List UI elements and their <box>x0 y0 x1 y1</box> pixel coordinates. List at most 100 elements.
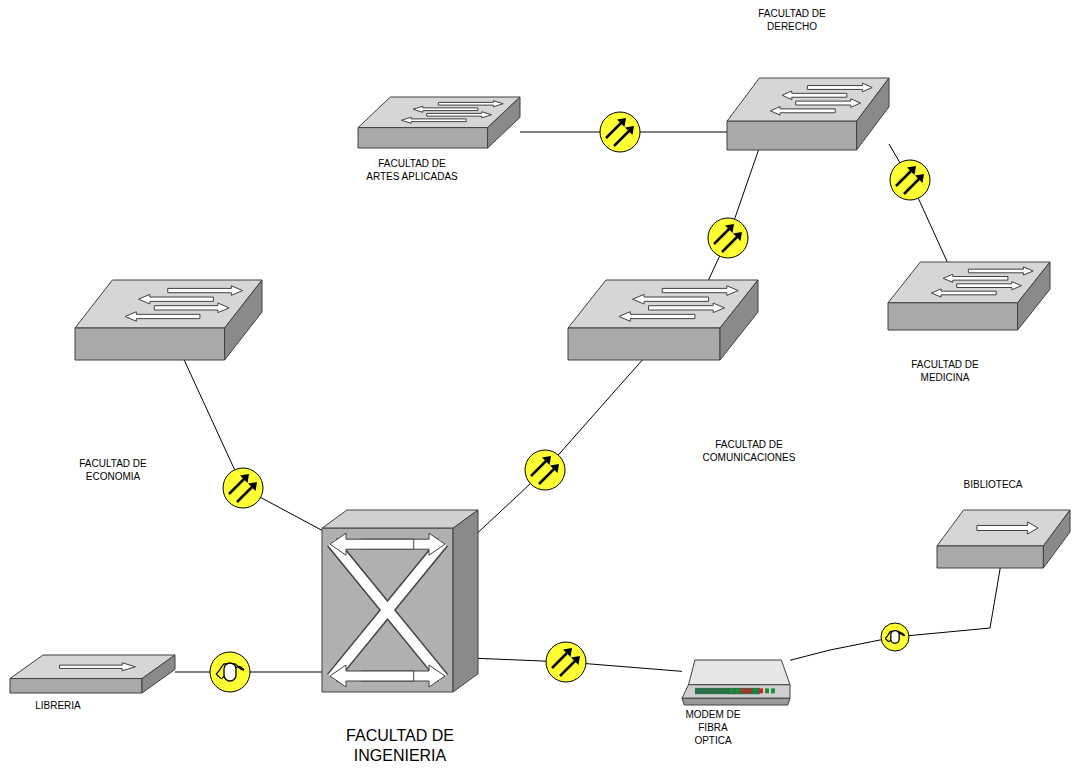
hub-node: BIBLIOTECA <box>937 510 1070 568</box>
led <box>741 688 745 693</box>
arrow-glyph <box>154 303 229 313</box>
fiber-link-symbol <box>708 218 748 258</box>
modem-icon <box>682 660 790 705</box>
fiber-arrowhead <box>248 482 257 491</box>
switch-icon <box>888 262 1050 330</box>
coil-loop <box>885 633 905 642</box>
arrow-glyph <box>633 294 709 304</box>
switch-node: FACULTAD DE DERECHO <box>727 78 889 150</box>
fiber-arrow <box>560 661 575 676</box>
front-face <box>10 679 142 693</box>
led <box>735 688 739 693</box>
arrow-glyph <box>413 106 478 112</box>
modem-node: MODEM DE FIBRA OPTICA <box>682 660 790 705</box>
fiber-arrow <box>606 123 621 138</box>
fiber-arrow <box>539 469 554 484</box>
connector-group <box>175 132 1000 672</box>
front-face <box>322 528 453 692</box>
led <box>765 688 769 693</box>
fiber-arrow <box>229 479 244 494</box>
front-face <box>568 328 720 360</box>
arrow-glyph <box>931 289 996 297</box>
link-line <box>184 360 322 530</box>
led <box>771 688 775 693</box>
arrow-glyph <box>139 294 214 304</box>
switch-icon <box>75 280 262 360</box>
front-face <box>937 546 1043 568</box>
hub-icon <box>10 655 175 693</box>
arrow-glyph <box>401 117 466 123</box>
fiber-arrowhead <box>915 174 924 183</box>
cross-outline <box>332 542 443 678</box>
symbol-disc <box>210 652 250 692</box>
arrow-glyph <box>168 286 243 296</box>
link-line <box>790 568 1000 660</box>
crossbar-glyph <box>330 533 445 687</box>
fiber-link-symbol <box>525 450 565 490</box>
front-face <box>682 685 790 699</box>
coil-body <box>891 631 899 644</box>
arrow-glyph <box>957 282 1022 290</box>
fiber-arrowhead <box>240 474 249 483</box>
fiber-arrow <box>531 461 546 476</box>
top-face <box>322 510 478 528</box>
front-face <box>358 128 488 148</box>
fiber-arrowhead <box>725 224 734 233</box>
switch-node: FACULTAD DE COMUNICACIONES <box>568 280 758 360</box>
arrow-glyph <box>770 107 835 116</box>
node-label: MODEM DE FIBRA OPTICA <box>684 708 742 747</box>
side-face <box>1043 510 1070 568</box>
side-face <box>142 655 175 693</box>
link-line <box>478 360 642 533</box>
arrow-glyph <box>782 91 847 100</box>
node-label: FACULTAD DE DERECHO <box>750 7 834 33</box>
fiber-arrow <box>237 487 252 502</box>
coil-body <box>224 663 236 681</box>
symbol-disc <box>600 112 640 152</box>
fiber-arrowhead <box>625 126 634 135</box>
led <box>747 688 751 693</box>
led <box>730 688 734 693</box>
fiber-arrowhead <box>907 166 916 175</box>
arrow-glyph <box>968 267 1033 275</box>
top-face <box>688 660 790 685</box>
fiber-arrow <box>614 131 629 146</box>
fiber-arrowhead <box>542 456 551 465</box>
fiber-link-symbol <box>600 112 640 152</box>
arrow-glyph <box>125 312 200 322</box>
coil-link-symbol <box>881 623 909 651</box>
led <box>753 688 757 693</box>
switch-icon <box>358 97 520 148</box>
fiber-arrow <box>552 653 567 668</box>
base <box>682 698 790 705</box>
side-face <box>453 510 478 692</box>
node-label: LIBRERIA <box>18 699 98 712</box>
symbol-disc <box>525 450 565 490</box>
fiber-arrow <box>896 171 911 186</box>
link-line <box>709 150 759 280</box>
coil-link-symbol <box>210 652 250 692</box>
fiber-arrowhead <box>563 648 572 657</box>
node-label: FACULTAD DE COMUNICACIONES <box>690 438 808 464</box>
arrow-glyph <box>60 663 136 671</box>
symbol-disc <box>546 642 586 682</box>
node-label: FACULTAD DE INGENIERIA <box>318 726 482 766</box>
hub-node: LIBRERIA <box>10 655 175 693</box>
arrow-glyph <box>796 99 861 108</box>
symbol-disc <box>890 160 930 200</box>
fiber-arrowhead <box>571 656 580 665</box>
fiber-arrowhead <box>733 232 742 241</box>
front-face <box>727 121 857 150</box>
atm-node: FACULTAD DE INGENIERIA <box>322 510 478 692</box>
atm-icon <box>322 510 478 692</box>
symbol-disc <box>881 623 909 651</box>
node-label: FACULTAD DE ARTES APLICADAS <box>362 157 462 183</box>
switch-icon <box>727 78 889 150</box>
hub-icon <box>937 510 1070 568</box>
front-face <box>75 328 225 360</box>
fiber-arrow <box>904 179 919 194</box>
cross-fill <box>332 542 443 678</box>
arrow-glyph <box>977 522 1038 534</box>
fiber-link-symbol <box>890 160 930 200</box>
